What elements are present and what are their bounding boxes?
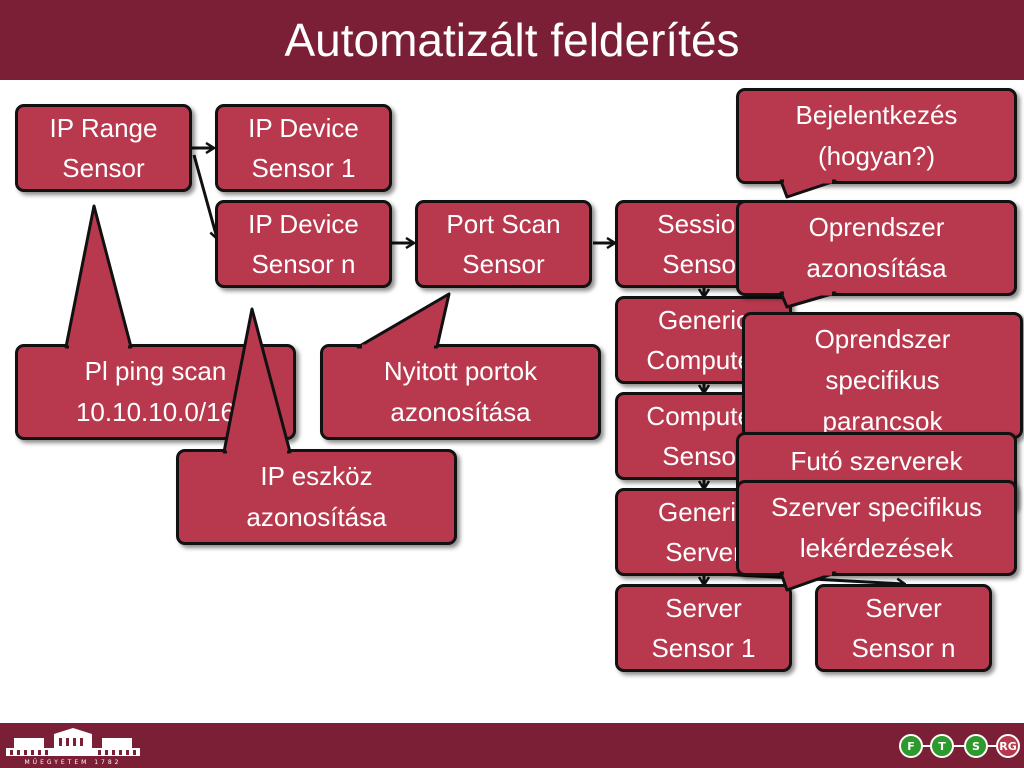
generic-server-line-1: Generic	[657, 497, 750, 527]
server-queries-callout-line-1: Szerver specifikus	[771, 492, 982, 522]
port-scan-sensor-line-2: Sensor	[462, 249, 545, 279]
header-bar	[0, 0, 1024, 80]
arrow-range-to-devicen	[192, 154, 217, 238]
open-ports-callout-line-2: azonosítása	[390, 397, 531, 427]
ip-range-sensor-box: IP Range Sensor	[15, 104, 192, 192]
os-identify-callout-line-2: azonosítása	[806, 253, 947, 283]
server-sensor-n-box: Server Sensor n	[815, 584, 992, 672]
open-ports-callout: Nyitott portok azonosítása	[320, 344, 601, 440]
open-ports-callout-line-1: Nyitott portok	[383, 356, 538, 386]
footer-bar	[0, 723, 1024, 768]
os-identify-callout-line-1: Oprendszer	[808, 212, 945, 242]
os-commands-callout-line-1: Oprendszer	[814, 324, 951, 354]
ip-identify-callout-line-1: IP eszköz	[260, 461, 373, 491]
os-identify-callout: Oprendszer azonosítása	[736, 200, 1017, 296]
research-group-logo: F T S RG	[899, 734, 1020, 758]
server-sensor-n-line-1: Server	[865, 593, 942, 623]
logo-letter-s: S	[972, 740, 980, 753]
running-servers-callout-line-1: Futó szerverek	[790, 446, 963, 476]
os-commands-callout: Oprendszer specifikus parancsok	[742, 312, 1023, 439]
computer-sensor-line-2: Sensor	[662, 441, 745, 471]
ip-device-sensor-n-line-2: Sensor n	[251, 249, 356, 279]
port-scan-sensor-box: Port Scan Sensor	[415, 200, 592, 288]
ip-device-sensor-n-line-1: IP Device	[248, 209, 359, 239]
ip-range-sensor-line-1: IP Range	[49, 113, 158, 143]
port-scan-sensor-line-1: Port Scan	[446, 209, 561, 239]
login-callout-line-1: Bejelentkezés	[795, 100, 958, 130]
logo-letter-f: F	[907, 740, 915, 753]
server-sensor-1-line-1: Server	[665, 593, 742, 623]
login-callout: Bejelentkezés (hogyan?)	[736, 88, 1017, 184]
university-logo: MŰEGYETEM 1782	[6, 728, 140, 766]
server-sensor-n-line-2: Sensor n	[851, 633, 956, 663]
ping-scan-callout-line-1: Pl ping scan	[84, 356, 227, 386]
ip-device-sensor-1-box: IP Device Sensor 1	[215, 104, 392, 192]
ip-range-sensor-line-2: Sensor	[62, 153, 145, 183]
generic-computer-line-2: Computer	[646, 345, 761, 375]
ip-device-sensor-n-box: IP Device Sensor n	[215, 200, 392, 288]
server-queries-callout-tail	[779, 571, 837, 592]
ip-device-sensor-1-line-2: Sensor 1	[251, 153, 356, 183]
server-sensor-1-box: Server Sensor 1	[615, 584, 792, 672]
os-commands-callout-line-2: specifikus	[825, 365, 940, 395]
ping-scan-callout-line-2: 10.10.10.0/16	[75, 397, 236, 427]
logo-letter-t: T	[938, 740, 946, 753]
ip-identify-callout: IP eszköz azonosítása	[176, 449, 457, 545]
os-commands-callout-line-3: parancsok	[822, 406, 943, 436]
generic-computer-line-1: Generic	[657, 305, 750, 335]
ip-device-sensor-1-line-1: IP Device	[248, 113, 359, 143]
university-logo-caption: MŰEGYETEM 1782	[25, 759, 122, 766]
ip-identify-callout-line-2: azonosítása	[246, 502, 387, 532]
computer-sensor-line-1: Computer	[646, 401, 761, 431]
session-sensor-line-1: Session	[657, 209, 750, 239]
server-queries-callout: Szerver specifikus lekérdezések	[736, 480, 1017, 576]
login-callout-line-2: (hogyan?)	[817, 141, 936, 171]
server-queries-callout-line-2: lekérdezések	[799, 533, 954, 563]
slide-title: Automatizált felderítés	[284, 14, 740, 66]
logo-letter-rg: RG	[999, 740, 1017, 753]
generic-server-line-2: Server	[665, 537, 742, 567]
server-sensor-1-line-2: Sensor 1	[651, 633, 756, 663]
session-sensor-line-2: Sensor	[662, 249, 745, 279]
